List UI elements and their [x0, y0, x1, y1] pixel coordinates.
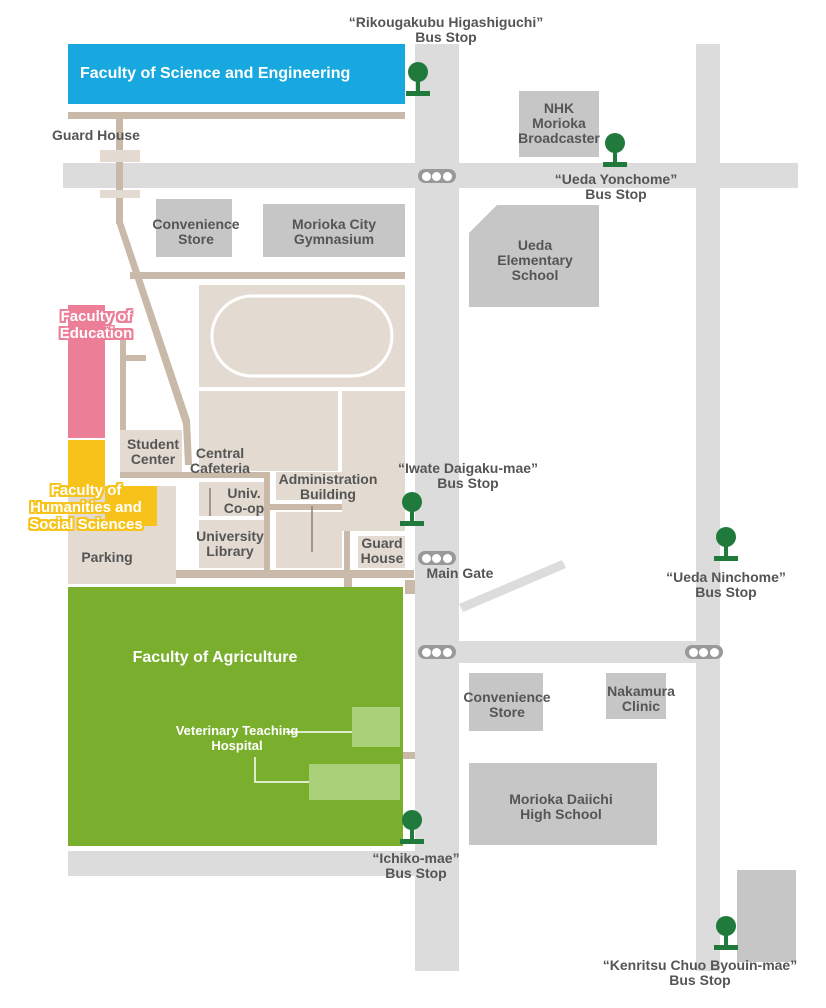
- traffic-signal-icon: [418, 169, 456, 183]
- path: [270, 504, 350, 510]
- high-school-building: [469, 763, 657, 845]
- elementary-school-building: [469, 205, 599, 307]
- nhk-building: [519, 91, 599, 157]
- rikougakubu-bus-stop-label: “Rikougakubu Higashiguchi”Bus Stop: [348, 14, 544, 45]
- convenience-store-north-building: [156, 199, 232, 257]
- campus-block: [342, 391, 405, 531]
- kenritsu-bus-stop-label: “Kenritsu Chuo Byouin-mae”Bus Stop: [602, 957, 798, 988]
- iwate-daigaku-bus-stop-label: “Iwate Daigaku-mae”Bus Stop: [397, 460, 539, 491]
- path: [130, 272, 405, 279]
- path: [68, 112, 405, 119]
- bus-stop-icon: [714, 527, 738, 561]
- ueda-yonchome-bus-stop-label: “Ueda Yonchome”Bus Stop: [554, 171, 678, 202]
- admin-building: [276, 472, 342, 500]
- hospital-leader-lines: [254, 731, 352, 783]
- running-track: [210, 294, 394, 378]
- bus-stop-icon: [714, 916, 738, 950]
- clinic-building: [606, 673, 666, 719]
- bus-stop-icon: [400, 492, 424, 526]
- traffic-signal-icon: [418, 645, 456, 659]
- guard-house-north-building: [100, 190, 140, 198]
- library-building: [199, 520, 264, 568]
- faculty-areas: [68, 44, 405, 846]
- humanities-area-ext: [105, 486, 157, 526]
- campus-buildings: [68, 150, 405, 584]
- main-road-vertical: [415, 44, 459, 971]
- path: [120, 355, 146, 361]
- guard-house-south-building: [358, 536, 405, 568]
- diagonal-road: [459, 560, 566, 612]
- bus-stop-icon: [603, 133, 627, 167]
- path: [344, 504, 350, 574]
- south-road-horizontal: [68, 851, 415, 876]
- gymnasium-building: [263, 204, 405, 257]
- middle-road-horizontal: [459, 641, 720, 663]
- path: [120, 340, 126, 478]
- main-gate-label: Main Gate: [426, 565, 494, 581]
- humanities-area: [68, 440, 105, 486]
- leader-line: [254, 757, 309, 783]
- bus-stop-icon: [400, 810, 424, 844]
- campus-block: [199, 391, 338, 471]
- student-center-building: [120, 430, 182, 472]
- path: [116, 119, 123, 224]
- path: [405, 580, 415, 594]
- univ-coop-label: Univ.Co-op: [223, 485, 265, 516]
- path: [116, 222, 192, 465]
- path: [176, 570, 414, 578]
- path: [120, 472, 270, 478]
- education-area: [68, 305, 105, 438]
- traffic-signal-icon: [418, 551, 456, 565]
- traffic-signal-icon: [685, 645, 723, 659]
- hospital-building: [309, 764, 400, 800]
- agriculture-area: [68, 587, 403, 846]
- guard-house-north-label: Guard House: [52, 127, 140, 143]
- sports-field: [199, 285, 405, 387]
- bus-stop-icon: [406, 62, 430, 96]
- ichiko-bus-stop-label: “Ichiko-mae”Bus Stop: [372, 850, 460, 881]
- east-road-vertical: [696, 44, 720, 971]
- parking-label: Parking: [81, 549, 133, 565]
- convenience-store-south-building: [469, 673, 543, 731]
- hospital-building: [352, 707, 400, 747]
- guard-house-north-building: [100, 150, 140, 162]
- science-engineering-label: Faculty of Science and Engineering: [80, 65, 351, 82]
- science-engineering-area: [68, 44, 405, 104]
- city-buildings: [156, 91, 796, 962]
- roads: [63, 44, 798, 971]
- hospital-south-building: [737, 870, 796, 962]
- admin-building: [276, 512, 342, 568]
- ueda-ninchome-bus-stop-label: “Ueda Ninchome”Bus Stop: [666, 569, 786, 600]
- path: [264, 472, 270, 574]
- agriculture-label: Faculty of Agriculture: [132, 649, 298, 666]
